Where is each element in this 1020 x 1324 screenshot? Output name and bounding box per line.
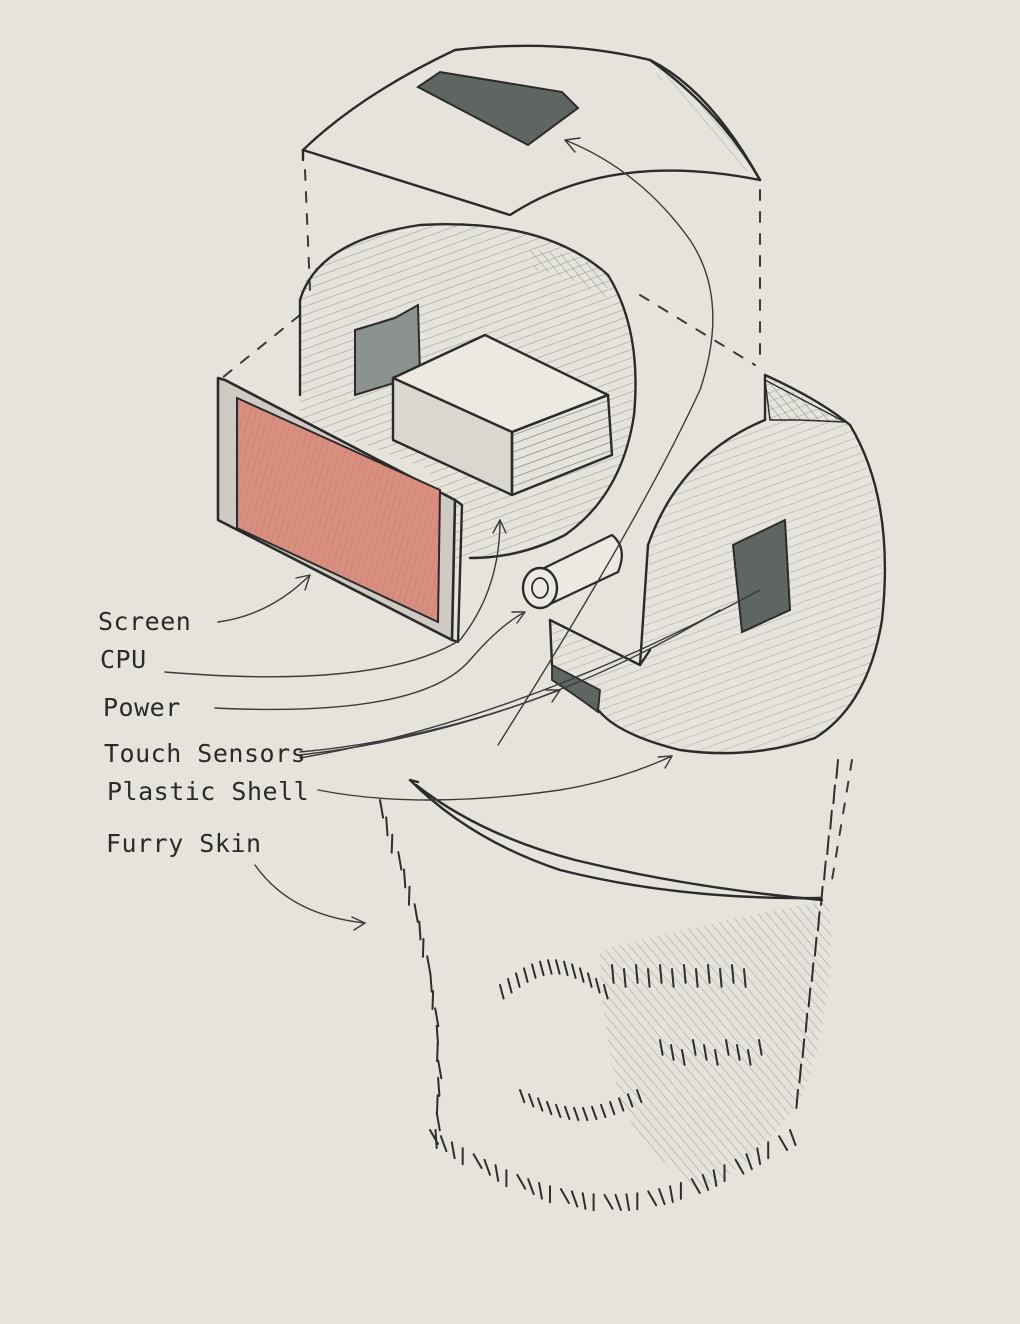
fur-stroke (547, 1102, 551, 1114)
fur-stroke (380, 800, 383, 818)
furry-skin (380, 760, 838, 1210)
label-cpu: CPU (100, 645, 147, 674)
fur-stroke (485, 1160, 491, 1175)
fur-stroke (508, 979, 512, 993)
fur-stroke (438, 1078, 439, 1096)
labels: Screen CPU Power Touch Sensors Plastic S… (98, 607, 309, 858)
fur-stroke (824, 862, 826, 880)
fur-stroke (496, 1165, 499, 1181)
fur-stroke (564, 962, 568, 976)
fur-stroke (517, 1175, 525, 1189)
fur-stroke (441, 1136, 447, 1151)
fur-stroke (583, 1108, 587, 1120)
fur-stroke (827, 836, 829, 854)
fur-stroke (524, 968, 528, 982)
fur-stroke (474, 1154, 482, 1168)
fur-stroke (572, 964, 576, 978)
fur-stroke (500, 985, 504, 999)
fur-stroke (610, 1102, 614, 1114)
top-shell (303, 46, 760, 215)
fur-stroke (596, 979, 600, 993)
fur-stroke (437, 1043, 438, 1061)
fur-stroke (430, 974, 431, 992)
fur-stroke (438, 1061, 441, 1079)
fur-stroke (532, 964, 536, 978)
fur-stroke (392, 835, 393, 853)
fur-stroke (588, 973, 592, 987)
fur-stroke (528, 1179, 534, 1194)
fur-stroke (539, 1183, 542, 1199)
label-screen: Screen (98, 607, 191, 636)
fur-stroke (386, 817, 387, 835)
fur-stroke (529, 1094, 533, 1106)
fur-stroke (592, 1107, 596, 1119)
fur-stroke (565, 1107, 569, 1119)
fur-stroke (833, 785, 835, 803)
fur-stroke (574, 1108, 578, 1120)
fur-stroke (415, 904, 418, 922)
label-power: Power (103, 693, 181, 722)
fur-stroke (836, 760, 838, 778)
fur-stroke (601, 1105, 605, 1117)
fur-stroke (548, 960, 552, 974)
fur-stroke (779, 1136, 787, 1150)
fur-stroke (605, 1195, 613, 1209)
fur-stroke (516, 973, 520, 987)
fur-stroke (437, 1113, 440, 1131)
fur-stroke (419, 922, 420, 940)
fur-stroke (616, 1195, 621, 1210)
fur-stroke (404, 870, 405, 888)
fur-stroke (757, 1148, 760, 1164)
fur-stroke (433, 991, 434, 1009)
fur-stroke (572, 1191, 578, 1206)
fur-stroke (423, 939, 424, 957)
fur-stroke (409, 887, 410, 905)
fur-stroke (540, 962, 544, 976)
fur-stroke (626, 1194, 629, 1210)
label-touch-sensors: Touch Sensors (104, 739, 306, 768)
fur-stroke (659, 1189, 665, 1204)
fur-stroke (452, 1142, 455, 1158)
fur-stroke (561, 1189, 569, 1203)
fur-stroke (435, 1008, 438, 1026)
fur-stroke (556, 1105, 560, 1117)
fur-stroke (583, 1193, 586, 1209)
fur-stroke (427, 956, 430, 974)
fur-stroke (437, 1026, 438, 1044)
fur-stroke (520, 1090, 524, 1102)
fur-stroke (437, 1095, 438, 1113)
label-furry-skin: Furry Skin (106, 829, 262, 858)
fur-stroke (398, 852, 401, 870)
fur-stroke (790, 1130, 796, 1145)
label-plastic-shell: Plastic Shell (107, 777, 309, 806)
fur-stroke (580, 968, 584, 982)
fur-stroke (556, 960, 560, 974)
fur-stroke (648, 1191, 656, 1205)
fur-stroke (830, 811, 832, 829)
fur-stroke (538, 1098, 542, 1110)
fur-stroke (670, 1186, 673, 1202)
